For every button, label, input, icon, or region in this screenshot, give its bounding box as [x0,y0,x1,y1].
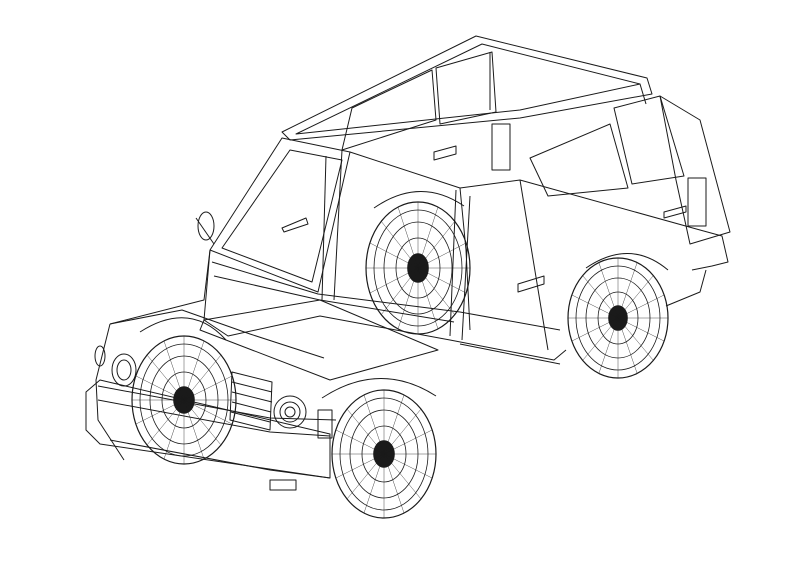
headlight-left [112,354,136,386]
wheel-front-right [332,390,436,518]
rear-light [688,178,706,226]
rear-door-window [436,52,496,124]
wheel-front-left [132,336,236,464]
wheels [132,202,668,518]
front-grille [230,372,272,430]
rear-right-arch [586,253,668,270]
wheel-rear-right [568,258,668,378]
hood [200,300,438,380]
roof [282,36,652,140]
front-right-arch [322,378,436,398]
rear-left-arch [374,191,464,208]
rear-handle-2 [518,276,544,292]
car-body [86,36,730,490]
front-bumper [86,380,330,478]
headlight-right [274,396,306,428]
side-mirror [198,212,214,240]
front-door-window [342,70,436,150]
wheel-rear-left [366,202,470,334]
roof-inner [296,44,640,134]
rear-side-window [530,124,628,196]
front-door-handle [282,218,308,232]
front-left-arch [140,318,226,340]
rear-door-handle [434,146,456,160]
rear-quarter-window [614,96,684,184]
windshield [210,138,350,292]
tailgate [660,96,730,244]
